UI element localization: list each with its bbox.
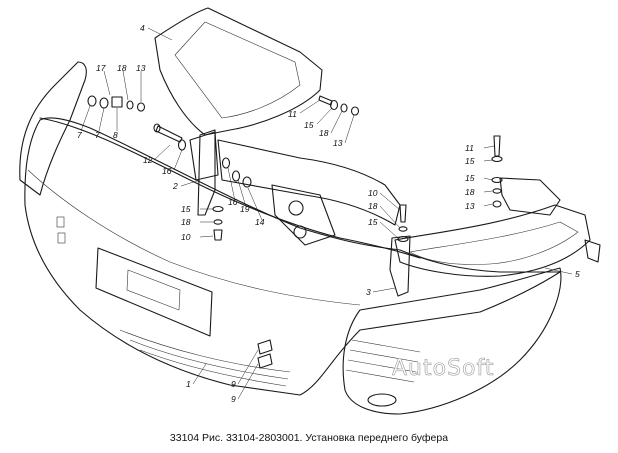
washer-16a	[177, 139, 187, 151]
washer-18c	[340, 103, 348, 113]
nut-14	[242, 176, 252, 188]
figure-caption: 33104 Рис. 33104-2803001. Установка пере…	[169, 432, 449, 444]
callout-13-right: 13	[465, 201, 475, 211]
callout-10-right: 10	[368, 188, 378, 198]
callout-14: 14	[255, 217, 265, 227]
washer-15c	[491, 155, 503, 163]
right-tab	[584, 239, 601, 263]
bolt-12	[155, 125, 183, 143]
callout-18-right: 18	[465, 187, 475, 197]
leader-lines	[80, 27, 573, 400]
lower-grille-line-2	[129, 339, 289, 380]
callout-11-right: 11	[465, 143, 474, 153]
bolt-10a	[213, 229, 223, 241]
washer-15b	[329, 99, 339, 111]
fog-lamp	[367, 393, 397, 407]
washer-7a	[87, 95, 97, 107]
bolt-10b	[399, 204, 407, 223]
tow-eye-hole-2	[293, 225, 307, 239]
tow-eye-body	[271, 184, 336, 246]
callout-10-left-bottom: 10	[181, 232, 191, 242]
right-side-bracket	[394, 204, 591, 277]
nut-13c	[492, 200, 502, 208]
washer-16b	[221, 157, 231, 169]
callout-18-mid: 18	[319, 128, 329, 138]
callout-8: 8	[113, 130, 118, 140]
nut-13a	[136, 102, 146, 112]
clip-9a	[257, 339, 273, 355]
right-bracket-assembly	[389, 177, 601, 297]
callout-16-left: 16	[162, 166, 172, 176]
callout-3: 3	[366, 287, 371, 297]
right-upper-bracket	[499, 177, 561, 216]
washer-18e	[398, 226, 408, 232]
tow-eye-assembly	[217, 139, 401, 246]
callout-13-mid: 13	[333, 138, 343, 148]
right-side-bracket-inner	[409, 221, 579, 265]
bumper-body	[19, 61, 562, 415]
spacer-8	[111, 96, 123, 108]
bolt-11b	[493, 135, 501, 157]
washer-15a	[212, 205, 224, 213]
callout-18-right-bottom: 18	[368, 201, 378, 211]
license-plate-inner	[126, 269, 181, 311]
tow-eye-hole-1	[288, 200, 304, 216]
left-upper-bracket	[154, 7, 323, 136]
crossbar	[217, 139, 401, 226]
callout-11-mid: 11	[288, 109, 297, 119]
side-marker-lower	[57, 232, 66, 244]
washer-18d	[492, 188, 502, 194]
license-plate-recess	[95, 247, 213, 337]
right-support-post	[389, 235, 411, 297]
callout-9-b: 9	[231, 394, 236, 404]
bumper-right-end	[342, 267, 562, 415]
callout-9-a: 9	[231, 379, 236, 389]
callout-15-right-bottom: 15	[368, 217, 378, 227]
watermark: AutoSoft	[392, 356, 495, 381]
bolt-11a	[318, 95, 333, 106]
callout-1: 1	[186, 379, 191, 389]
washer-7b	[99, 97, 109, 109]
bumper-left-end	[19, 61, 87, 196]
callout-17: 17	[96, 63, 106, 73]
clip-9b	[257, 353, 273, 369]
left-bracket-assembly	[154, 7, 323, 216]
lower-grille-line-3	[139, 349, 287, 387]
callout-19: 19	[240, 204, 250, 214]
left-mount-plate	[189, 131, 219, 181]
callout-15-right-2: 15	[465, 173, 475, 183]
bumper-front-skin	[24, 117, 561, 396]
callout-15-right-1: 15	[465, 156, 475, 166]
callout-7-b: 7	[95, 130, 100, 140]
fasteners	[87, 95, 503, 369]
callout-13-left-top: 13	[136, 63, 146, 73]
callout-4: 4	[140, 23, 145, 33]
left-support-arm	[197, 129, 216, 216]
callout-15-left-bottom: 15	[181, 204, 191, 214]
callout-15-mid: 15	[304, 120, 314, 130]
callout-18-left-top: 18	[117, 63, 127, 73]
fog-grille	[345, 339, 421, 383]
left-upper-bracket-inner	[174, 21, 301, 119]
bumper-top-edge	[39, 117, 421, 259]
callout-labels: 17 18 13 7 7 8 4 12 16 2 16 19 14 15 18 …	[77, 23, 580, 404]
nut-13b	[350, 106, 360, 116]
washer-15e	[397, 235, 409, 243]
bolt-12-head	[153, 123, 161, 133]
callout-2: 2	[172, 181, 178, 191]
callout-12: 12	[143, 155, 153, 165]
callout-7-a: 7	[77, 130, 82, 140]
callout-16-mid: 16	[228, 197, 238, 207]
washer-18a	[126, 100, 134, 110]
callout-18-left-bottom: 18	[181, 217, 191, 227]
bumper-crease	[27, 169, 361, 306]
side-marker-upper	[56, 216, 65, 228]
callout-5: 5	[575, 269, 580, 279]
washer-19	[231, 170, 241, 182]
washer-18b	[213, 219, 223, 225]
lower-grille-line-1	[119, 329, 291, 373]
